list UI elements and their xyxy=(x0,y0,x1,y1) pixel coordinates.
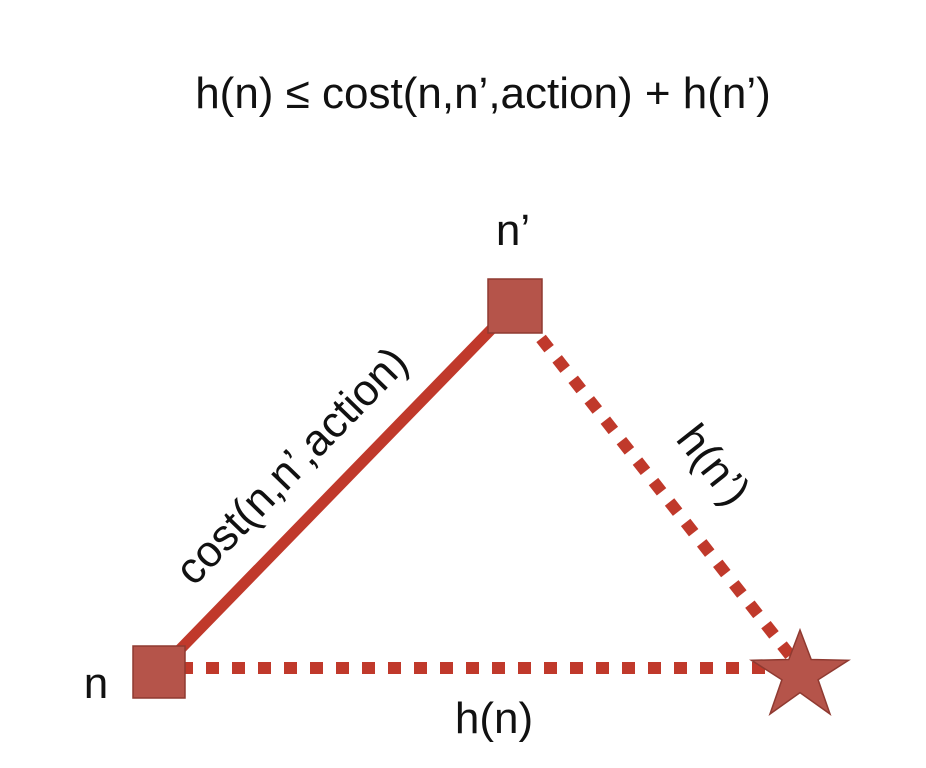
node-n-prime xyxy=(487,278,543,334)
goal-star-icon xyxy=(749,627,851,716)
node-n xyxy=(132,645,186,699)
node-n-label: n xyxy=(84,659,108,708)
cost-edge-label: cost(n,n’,action) xyxy=(166,337,418,594)
formula-text: h(n) ≤ cost(n,n’,action) + h(n’) xyxy=(195,69,771,118)
h-n-prime-edge-label: h(n’) xyxy=(667,415,760,514)
h-n-prime-edge xyxy=(520,314,805,672)
h-n-edge-label: h(n) xyxy=(455,694,533,743)
cost-edge xyxy=(156,301,519,674)
node-n-prime-label: n’ xyxy=(496,206,530,255)
